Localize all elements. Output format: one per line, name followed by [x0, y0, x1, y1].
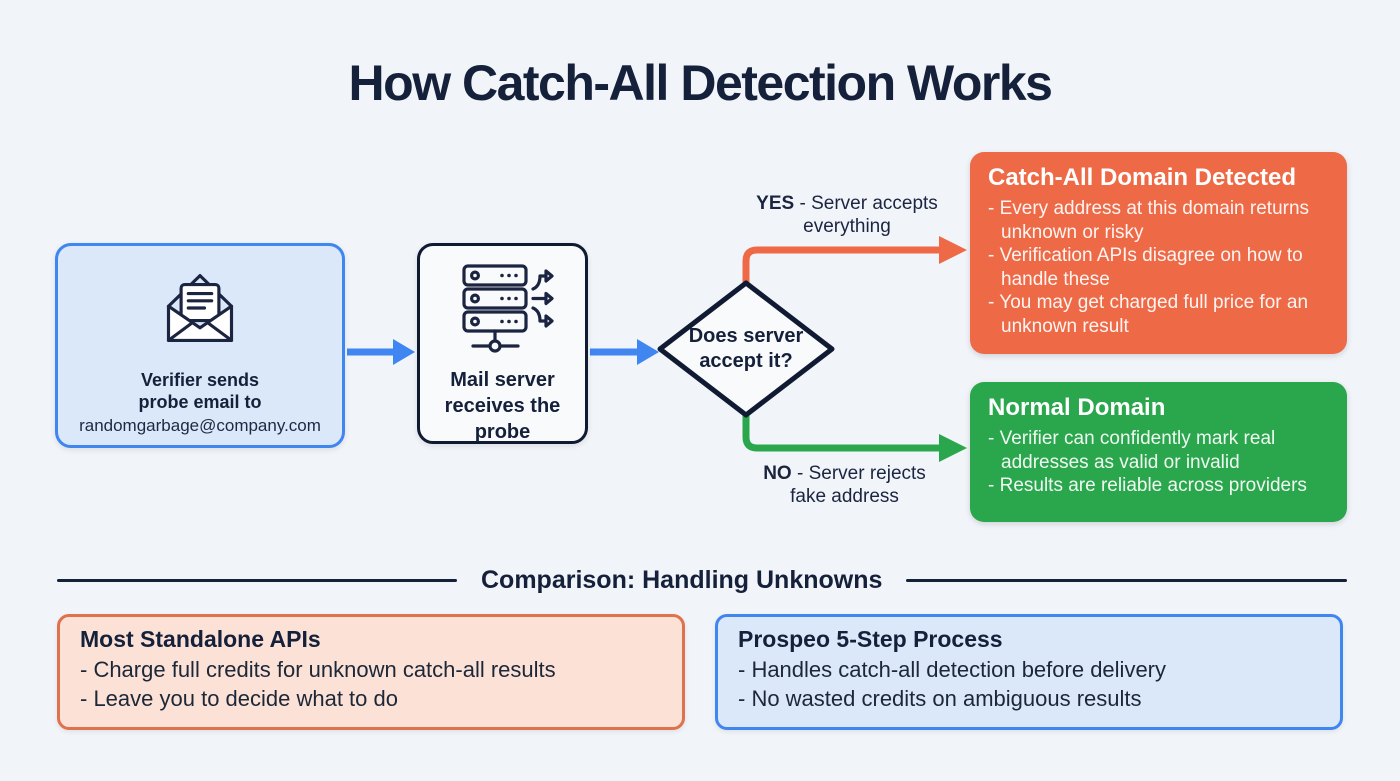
normal-domain-bullet: - Results are reliable across providers: [988, 475, 1307, 496]
normal-domain-title: Normal Domain: [988, 394, 1166, 421]
mail-server-step-box: Mail server receives the probe: [417, 243, 588, 444]
mailserver-line2: receives the: [444, 395, 561, 417]
prospeo-bullet: - Handles catch-all detection before del…: [738, 657, 1167, 682]
heading-rule-left: [57, 578, 457, 582]
prospeo-bullet: - No wasted credits on ambiguous results: [738, 686, 1142, 711]
mailserver-line3: probe: [474, 421, 531, 443]
server-icon: [448, 258, 558, 363]
prospeo-process-title: Prospeo 5-Step Process: [738, 626, 1003, 652]
comparison-heading-text: Comparison: Handling Unknowns: [481, 565, 883, 594]
page-title: How Catch-All Detection Works: [348, 55, 1053, 111]
catch-all-outcome-box: Catch-All Domain Detected - Every addres…: [970, 152, 1347, 354]
decision-line2: accept it?: [699, 350, 793, 372]
yes-arrow: [742, 236, 967, 293]
verifier-line2: probe email to: [138, 392, 262, 412]
catch-all-bullet: - You may get charged full price for an …: [988, 292, 1309, 337]
flow-arrow-2: [590, 339, 659, 365]
standalone-bullet: - Leave you to decide what to do: [80, 686, 398, 711]
yes-rest2: everything: [803, 216, 891, 237]
normal-domain-bullet: - Verifier can confidently mark real add…: [988, 428, 1276, 473]
verifier-step-box: Verifier sends probe email to randomgarb…: [55, 243, 345, 448]
no-branch-label: NO - Server rejects fake address: [722, 462, 967, 508]
yes-rest1: - Server accepts: [794, 193, 938, 214]
yes-branch-label: YES - Server accepts everything: [722, 192, 972, 238]
prospeo-process-box: Prospeo 5-Step Process - Handles catch-a…: [715, 614, 1343, 730]
heading-rule-right: [906, 578, 1347, 582]
no-rest1: - Server rejects: [791, 463, 926, 484]
decision-line1: Does server: [688, 325, 804, 347]
no-rest2: fake address: [790, 486, 899, 507]
probe-email-address: randomgarbage@company.com: [79, 416, 321, 435]
comparison-heading: Comparison: Handling Unknowns: [57, 564, 1347, 596]
no-arrow: [742, 405, 967, 462]
verifier-line1: Verifier sends: [140, 370, 260, 390]
normal-domain-outcome-box: Normal Domain - Verifier can confidently…: [970, 382, 1347, 522]
mailserver-line1: Mail server: [450, 369, 555, 391]
decision-label: Does server accept it?: [664, 324, 828, 374]
flow-arrow-1: [347, 339, 415, 365]
catch-all-bullet: - Verification APIs disagree on how to h…: [988, 245, 1303, 290]
yes-keyword: YES: [756, 193, 795, 214]
standalone-bullet: - Charge full credits for unknown catch-…: [80, 657, 556, 682]
standalone-apis-title: Most Standalone APIs: [80, 626, 321, 652]
catch-all-title: Catch-All Domain Detected: [988, 164, 1297, 191]
envelope-icon: [155, 260, 245, 361]
no-keyword: NO: [763, 463, 792, 484]
standalone-apis-box: Most Standalone APIs - Charge full credi…: [57, 614, 685, 730]
catch-all-bullet: - Every address at this domain returns u…: [988, 198, 1310, 243]
